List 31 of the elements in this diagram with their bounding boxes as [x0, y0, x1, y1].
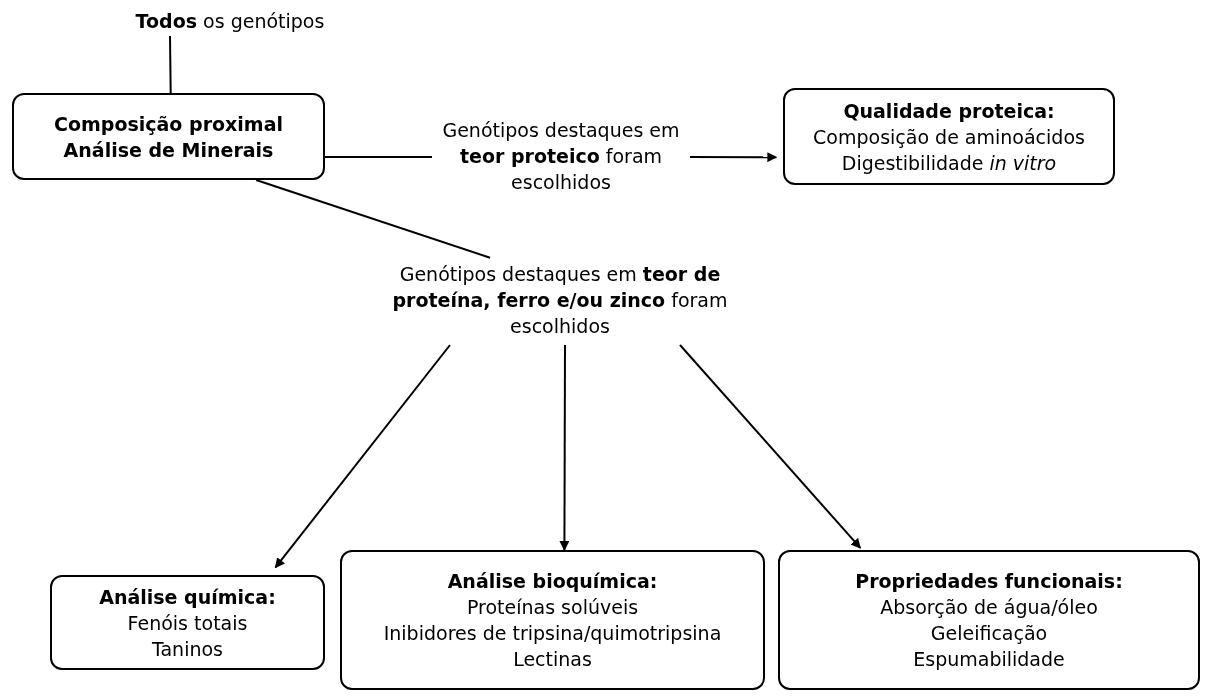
- connector-line: [169, 35, 172, 94]
- annotation-text: Todos os genótipos: [135, 9, 325, 34]
- box-item: Espumabilidade: [913, 647, 1065, 672]
- arrow: [559, 344, 570, 551]
- process-box: [50, 575, 325, 670]
- box-heading: Análise bioquímica:: [447, 569, 658, 594]
- connector-line: [324, 155, 433, 159]
- process-box: [12, 93, 325, 180]
- process-box: [778, 550, 1200, 690]
- arrow: [679, 344, 862, 549]
- box-item: Fenóis totais: [127, 610, 248, 636]
- box-item: Proteínas solúveis: [466, 595, 639, 620]
- box-heading: Composição proximal: [54, 111, 283, 137]
- box-heading: Análise química:: [99, 584, 276, 610]
- box-item: Absorção de água/óleo: [880, 595, 1098, 620]
- process-box: [783, 88, 1115, 185]
- box-heading: Análise de Minerais: [63, 137, 274, 163]
- arrow: [274, 344, 451, 569]
- box-item: Composição de aminoácidos: [813, 124, 1085, 150]
- arrow: [689, 152, 778, 163]
- connector-line: [255, 179, 491, 259]
- box-heading: Propriedades funcionais:: [855, 569, 1123, 594]
- box-item: Digestibilidade in vitro: [841, 150, 1057, 176]
- box-heading: Qualidade proteica:: [843, 98, 1055, 124]
- box-item: Geleificação: [930, 621, 1048, 646]
- process-box: [340, 550, 765, 690]
- box-item: Inibidores de tripsina/quimotripsina: [383, 621, 722, 646]
- annotation-text: Genótipos destaques em teor de proteína, ferro e/ou zinco foram escolhidos: [391, 262, 729, 339]
- annotation-text: Genótipos destaques em teor proteico foram escolhidos: [441, 118, 681, 195]
- box-item: Taninos: [152, 636, 223, 662]
- box-item: Lectinas: [513, 647, 592, 672]
